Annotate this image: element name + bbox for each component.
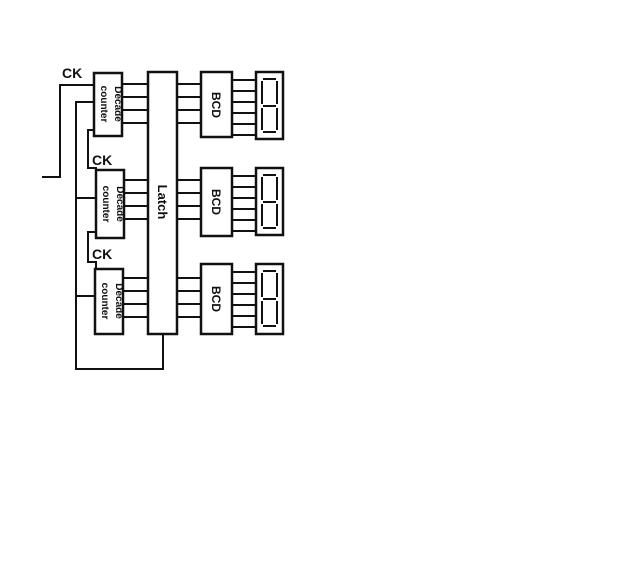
decade-counter-2: Decade counter [94,168,126,240]
wiring [42,79,256,370]
reset-loop-wire [75,101,164,370]
clock-label-1: CK [62,65,82,81]
bcd-2-label: BCD [209,189,223,215]
bcd-1-label: BCD [209,92,223,118]
latch-label: Latch [155,185,170,220]
counter-1-label-line1: Decade [112,86,123,122]
counter-3-label-line2: counter [99,283,110,320]
bus-stage-3 [123,271,256,328]
latch-block: Latch [146,70,179,336]
decade-counter-3: Decade counter [93,267,125,336]
counter-3-label-line1: Decade [113,283,124,319]
bcd-3-label: BCD [209,286,223,312]
decade-counter-1: Decade counter [92,71,124,138]
bus-stage-1 [122,79,256,136]
counter-1-label-line2: counter [98,86,109,123]
bcd-decoder-1: BCD [199,70,234,139]
clock-label-2: CK [92,152,112,168]
bcd-decoder-2: BCD [199,166,234,238]
seven-segment-display-3 [254,262,285,336]
counter-2-label-line2: counter [100,186,111,223]
clock-label-3: CK [92,246,112,262]
clock-input-wire [42,84,94,178]
bcd-decoder-3: BCD [199,262,234,336]
bus-stage-2 [124,175,256,232]
seven-segment-display-1 [254,70,285,141]
carry-wire-2 [87,231,97,272]
counter-2-label-line1: Decade [114,186,125,222]
seven-segment-display-2 [254,166,285,237]
